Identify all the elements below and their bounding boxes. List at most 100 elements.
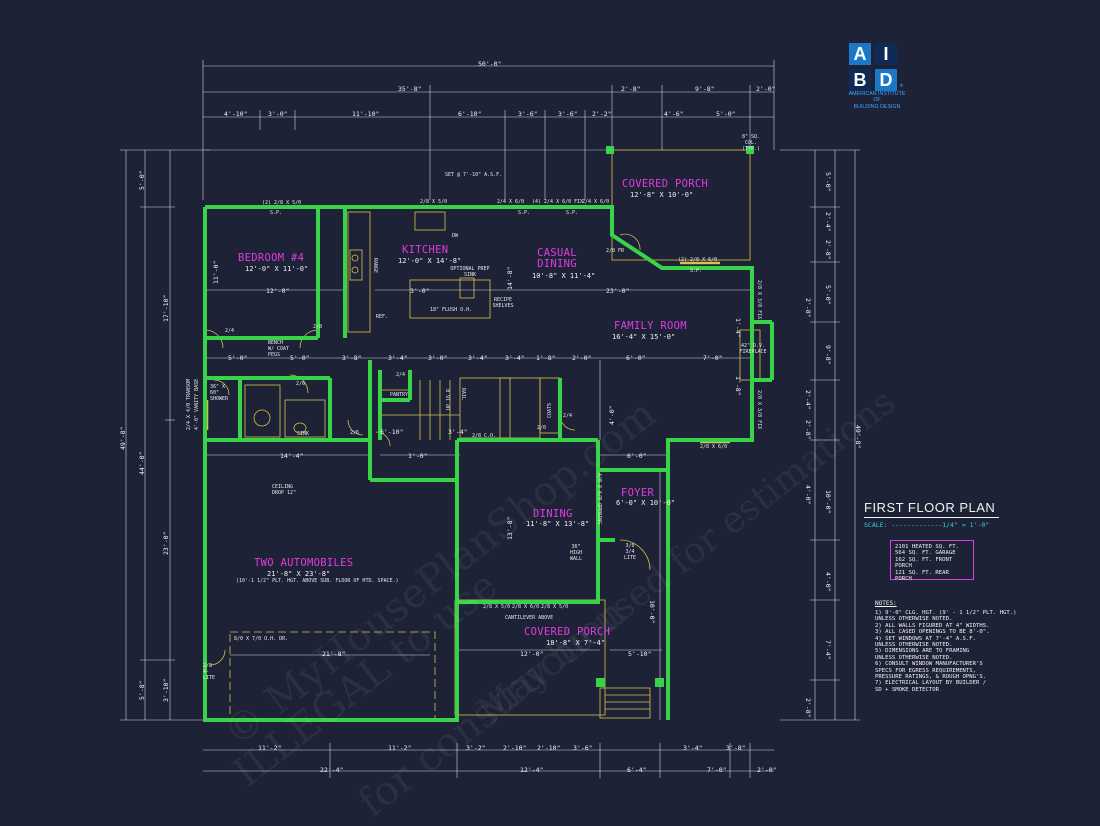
interior-dim: 6'-10" [380, 428, 404, 436]
tag-range: RANGE [372, 258, 378, 274]
note-line: PRESSURE RATINGS, & ROUGH OPNG'S. [875, 674, 987, 681]
dim-top-seg: 11'-10" [352, 110, 380, 118]
tag-ceiling-drop: CEILING DROP 12" [272, 484, 297, 496]
tag-window-bed: (2) 2/8 X 5/0 [262, 200, 302, 206]
interior-dim: 6'-0" [626, 354, 646, 362]
dim-bottom-seg: 3'-8" [726, 744, 746, 752]
tag-foyer-window: 2/8 X 6/0 [700, 444, 728, 450]
tag-door-24: 2/4 [396, 372, 406, 378]
dim-bottom-total: 2'-0" [757, 766, 777, 774]
dim-top-seg: 3'-6" [558, 110, 578, 118]
logo-line-1: AMERICAN INSTITUTE [848, 91, 906, 97]
dim-top-seg: 3'-0" [268, 110, 288, 118]
interior-dim: 3'-0" [428, 354, 448, 362]
room-front-porch-name: COVERED PORCH [524, 626, 611, 638]
tag-family-windows: (2) 2/8 X 6/0 [678, 257, 718, 263]
interior-dim: 14'-8" [506, 266, 514, 290]
tag-door-26: 2/6 [296, 381, 306, 387]
room-front-porch-size: 18'-8" X 7'-4" [546, 639, 606, 647]
tag-door-24: 2/4 [225, 328, 235, 334]
logo-line-3: BUILDING DESIGN [853, 103, 901, 110]
room-garage-note: (10'-1 1/2" PLT. HGT. ABOVE SUB. FLOOR O… [236, 578, 399, 584]
tag-sp: S.P. [270, 210, 283, 216]
dim-bottom-seg: 2'-10" [537, 744, 561, 752]
registered-mark: ® [900, 83, 904, 89]
note-line: UNLESS OTHERWISE NOTED. [875, 642, 953, 649]
dim-bottom-total: 22'-4" [320, 766, 344, 774]
interior-dim: 1'-4" [734, 318, 742, 338]
dim-bottom-seg: 11'-2" [388, 744, 412, 752]
interior-dim: 1'-8" [734, 376, 742, 396]
logo-letter-a: A [849, 43, 871, 65]
tag-door-20: 2/0 [537, 425, 547, 431]
dim-right-seg: 10'-0" [824, 490, 832, 514]
tag-pantry: PANTRY [390, 392, 409, 398]
room-dining-size: 11'-8" X 13'-8" [526, 520, 590, 528]
interior-dim: 3'-4" [468, 354, 488, 362]
tag-shower: 36" X 60" SHOWER [210, 384, 229, 402]
note-line: 7) ELECTRICAL LAYOUT BY BUILDER / [875, 680, 987, 687]
logo-letter-i: I [875, 43, 897, 65]
logo-company-name: AMERICAN INSTITUTE OF BUILDING DESIGN [845, 91, 909, 110]
tag-sp: S.P. [518, 210, 531, 216]
dim-left-seg: 3'-10" [162, 678, 170, 702]
tag-door-28co: 2/8 C.O. [472, 433, 497, 439]
walls [203, 205, 774, 722]
dim-right-seg: 9'-8" [824, 345, 832, 365]
note-line: UNLESS OTHERWISE NOTED. [875, 654, 953, 661]
logo-line-2: OF [873, 97, 881, 104]
tag-fp-window-1: 2/8 X 3/8 FIX [756, 280, 762, 320]
notes-title: NOTES: [875, 600, 897, 607]
tag-door-28: 2/8 [313, 324, 323, 330]
tag-fp-window-2: 2/8 X 3/8 FIX [756, 390, 762, 430]
dim-top-right-1: 2'-8" [621, 85, 641, 93]
dim-top-left: 35'-8" [398, 85, 422, 93]
interior-dim: 3'-8" [342, 354, 362, 362]
area-front-porch: 162 SQ. FT. FRONT PORCH [895, 556, 953, 570]
dim-top-seg: 2'-2" [592, 110, 612, 118]
tag-kitchen-window-2: 2/4 X 6/0 [497, 199, 525, 205]
dim-bottom-total: 6'-4" [627, 766, 647, 774]
room-kitchen-size: 12'-0" X 14'-8" [398, 257, 462, 265]
dim-left-part: 5'-8" [138, 680, 146, 700]
interior-dim: 14'-4" [280, 452, 304, 460]
dim-right-seg: 4'-0" [824, 572, 832, 592]
dim-left-total: 49'-8" [119, 426, 127, 450]
tag-wall36: 36" HIGH WALL [569, 544, 583, 562]
tag-dining-window-2: 2/8 X 6/0 [512, 604, 540, 610]
note-line: 2) ALL WALLS FIGURED AT 4" WIDTHS. [875, 622, 990, 629]
dimension-lines [120, 60, 860, 778]
dim-top-seg: 4'-6" [664, 110, 684, 118]
dim-right-total: 49'-8" [854, 425, 862, 449]
tag-kitchen-window-4: 2/4 X 6/0 [582, 199, 610, 205]
tag-fireplace: 42" D.V. FIREPLACE [739, 343, 767, 355]
tag-kitchen-window-3: (4) 2/4 X 6/0 FIX [532, 199, 584, 205]
tag-entry-door: 3/0 3/4 LITE [623, 543, 637, 561]
interior-dim: 10'-0" [648, 600, 656, 624]
tag-cantilever: CANTILEVER ABOVE [505, 615, 554, 621]
tag-door-26: 2/6 [350, 430, 360, 436]
dim-left-seg: 5'-0" [138, 170, 146, 190]
dim-right-seg: 7'-4" [824, 640, 832, 660]
room-bedroom-4-name: BEDROOM #4 [238, 252, 305, 264]
interior-dim: 1'-0" [408, 452, 428, 460]
dim-top-seg: 3'-6" [518, 110, 538, 118]
tag-rear-door: 2/8 FR [606, 248, 625, 254]
interior-dim: 7'-0" [703, 354, 723, 362]
room-family-size: 16'-4" X 15'-0" [612, 333, 676, 341]
tag-side-door: 2/8 4-LITE [203, 663, 216, 681]
interior-dim: 12'-0" [266, 287, 290, 295]
tag-coats: COATS [547, 402, 553, 418]
room-casual-dining-name: CASUAL DINING [537, 247, 577, 270]
dim-bottom-seg: 2'-10" [503, 744, 527, 752]
area-rear-porch: 121 SQ. FT. REAR PORCH [895, 569, 949, 583]
interior-dim: 5'-10" [628, 650, 652, 658]
room-garage-name: TWO AUTOMOBILES [254, 557, 354, 569]
dim-bottom-seg: 3'-4" [683, 744, 703, 752]
note-line: 5) DIMENSIONS ARE TO FRAMING [875, 648, 970, 655]
note-line: SD + SMOKE DETECTOR [875, 686, 939, 693]
interior-dim: 3'-4" [448, 428, 468, 436]
note-line: 1) 9'-0" CLG. HGT. (9' - 1 1/2" PLT. HGT… [875, 610, 1017, 616]
tag-bench: BENCH W/ COAT PEGS [268, 340, 290, 358]
tag-set-note: SET @ 7'-10" A.S.F. [445, 172, 503, 178]
